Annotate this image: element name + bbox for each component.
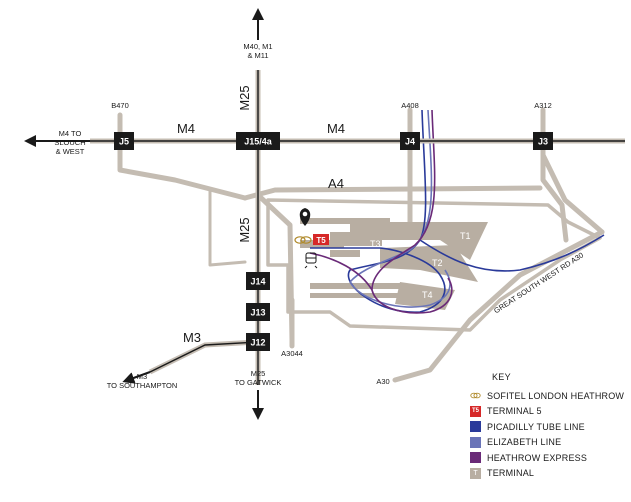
elizabeth-swatch [470,436,481,448]
t5-icon: T5 [313,234,329,245]
south-dest-line2: TO GATWICK [235,378,282,387]
terminal-swatch: T [470,467,481,479]
ring-road [208,188,247,267]
heathrow-express-swatch [470,452,481,464]
location-pin-icon [299,208,311,226]
m4-label-east: M4 [327,121,345,136]
t5-satellite [330,250,360,257]
t5-label: T5 [316,236,326,245]
runway-north [300,218,390,224]
sw-dest-line2: TO SOUTHAMPTON [107,381,178,390]
j3-loop-road [540,152,605,235]
a4-label: A4 [328,176,344,191]
junction-j13-label: J13 [250,308,265,318]
t5-icon: T5 [470,405,481,417]
m3-inner [149,341,259,373]
west-dest-line2: SLOUCH [54,138,85,147]
north-dest-line2: & M11 [247,51,268,60]
piccadilly-branch [419,234,605,272]
m25-label-north: M25 [237,85,252,110]
junction-j15-label: J15/4a [244,137,273,147]
key-label: HEATHROW EXPRESS [487,452,588,463]
west-dest-line1: M4 TO [59,129,82,138]
key-item-elizabeth: ELIZABETH LINE [470,435,628,451]
terminal-1-block [350,222,488,260]
rail-lines [309,109,605,314]
junction-j3-label: J3 [538,137,548,147]
t4-label: T4 [422,290,433,300]
junction-j13: J13 [246,303,270,321]
t3-label: T3 [370,239,381,249]
north-dest-line1: M40, M1 [243,42,272,51]
m3-arrow [122,371,151,384]
west-dest-line3: & WEST [56,147,85,156]
junction-j5-label: J5 [119,137,129,147]
junction-j5: J5 [114,132,134,150]
runway-south [310,283,400,289]
junction-j14-label: J14 [250,277,265,287]
junction-j4-label: J4 [405,137,415,147]
m3-motorway [148,339,259,375]
a30-label: A30 [376,377,389,386]
sofitel-pin[interactable]: T5 [294,208,329,269]
elizabeth-line [349,109,451,308]
m4-label-west: M4 [177,121,195,136]
motorways [24,8,625,420]
sofitel-icon [294,236,312,244]
key-item-piccadilly: PICADILLY TUBE LINE [470,419,628,435]
key-item-terminal: T TERMINAL [470,466,628,482]
junction-j4: J4 [400,132,420,150]
terminal-4-block [395,282,455,310]
junction-j3: J3 [533,132,553,150]
a3044-label: A3044 [281,349,303,358]
b470-label: B470 [111,101,129,110]
heathrow-express [371,109,453,314]
junction-j14: J14 [246,272,270,290]
a4-road [242,185,543,201]
road-labels: M4 M4 A4 M25 M25 M3 M40, M1 & M11 M4 TO … [54,42,585,390]
m3-label: M3 [183,330,201,345]
a30-road [392,229,605,383]
junctions: J5 J15/4a J4 J3 J14 J13 J12 [114,132,553,351]
junction-j12-label: J12 [250,338,265,348]
a312-label: A312 [534,101,552,110]
train-icon [304,252,318,269]
a408-label: A408 [401,101,419,110]
terminal-labels: T1 T2 T3 T4 [370,231,471,300]
map-key: KEY SOFITEL LONDON HEATHROW T5 TERMINAL … [470,372,628,481]
piccadilly-swatch [470,421,481,433]
junction-j15: J15/4a [236,132,280,150]
m25-label-mid: M25 [237,217,252,242]
airport-perimeter [266,198,602,332]
key-label: PICADILLY TUBE LINE [487,421,585,432]
key-label: TERMINAL 5 [487,406,542,417]
junction-j12: J12 [246,333,270,351]
key-label: ELIZABETH LINE [487,437,562,448]
t1-label: T1 [460,231,471,241]
key-item-sofitel: SOFITEL LONDON HEATHROW [470,388,628,404]
key-label: SOFITEL LONDON HEATHROW [487,390,625,401]
sw-dest-line1: M3 [137,372,147,381]
key-label: TERMINAL [487,468,535,479]
south-dest-line1: M25 [251,369,266,378]
sofitel-icon [470,390,481,401]
key-item-heathrow-express: HEATHROW EXPRESS [470,450,628,466]
t2-label: T2 [432,258,443,268]
key-title: KEY [492,372,511,382]
runway-south-2 [310,293,400,298]
heathrow-express-t5 [309,252,373,291]
key-item-t5: T5 TERMINAL 5 [470,404,628,420]
gsw-road-label: GREAT SOUTH WEST RD A30 [492,251,585,316]
